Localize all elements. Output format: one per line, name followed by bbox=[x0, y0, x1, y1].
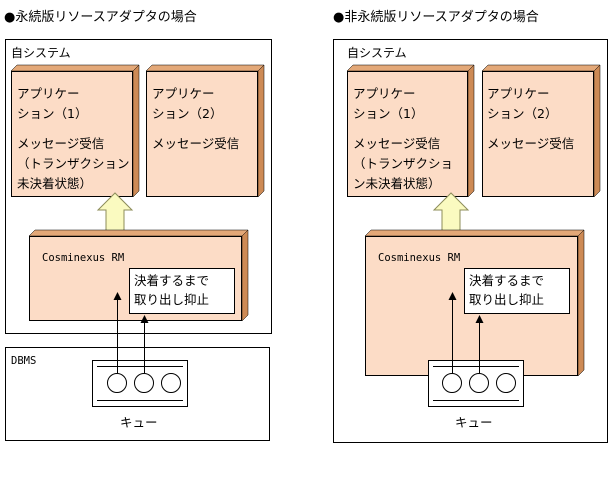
right-system-label: 自システム bbox=[347, 46, 407, 60]
left-app1-line3: メッセージ受信 bbox=[17, 136, 105, 151]
left-app2-line2: ション（2） bbox=[152, 106, 223, 121]
left-app2-line1: アプリケー bbox=[152, 86, 215, 101]
right-queue-label: キュー bbox=[455, 415, 493, 430]
left-app1-text: アプリケー ション（1） メッセージ受信 （トランザクション 未決着状態） bbox=[17, 84, 130, 194]
right-app1-line5: ン未決着状態） bbox=[353, 176, 441, 191]
right-rm-label: Cosminexus RM bbox=[378, 252, 461, 264]
right-note-box bbox=[464, 268, 570, 314]
right-app2-block bbox=[481, 64, 601, 198]
left-app1-line2: ション（1） bbox=[17, 106, 88, 121]
right-app2-line3: メッセージ受信 bbox=[487, 136, 575, 151]
right-app1-line4: （トランザクショ bbox=[353, 156, 454, 171]
left-queue bbox=[92, 360, 188, 407]
right-note-line2: 取り出し抑止 bbox=[469, 292, 545, 307]
right-app2-text: アプリケー ション（2） メッセージ受信 bbox=[487, 84, 574, 154]
right-note-text: 決着するまで 取り出し抑止 bbox=[469, 271, 544, 309]
left-dbms-label: DBMS bbox=[11, 355, 37, 367]
right-app1-line1: アプリケー bbox=[353, 86, 416, 101]
left-rm-label: Cosminexus RM bbox=[42, 252, 125, 264]
left-queue-label: キュー bbox=[120, 415, 158, 430]
right-app1-block bbox=[346, 64, 475, 198]
left-app2-block bbox=[145, 64, 265, 198]
left-note-text: 決着するまで 取り出し抑止 bbox=[134, 271, 209, 309]
right-heading: ●非永続版リソースアダプタの場合 bbox=[333, 10, 539, 25]
left-heading: ●永続版リソースアダプタの場合 bbox=[4, 10, 197, 25]
left-app1-block bbox=[10, 64, 140, 198]
right-queue bbox=[428, 360, 524, 407]
right-app1-text: アプリケー ション（1） メッセージ受信 （トランザクショ ン未決着状態） bbox=[353, 84, 453, 194]
right-app2-line2: ション（2） bbox=[487, 106, 558, 121]
left-app1-line5: 未決着状態） bbox=[17, 176, 93, 191]
left-note-box bbox=[129, 268, 235, 314]
left-system-label: 自システム bbox=[11, 46, 71, 60]
left-note-line1: 決着するまで bbox=[134, 273, 210, 288]
right-app2-line1: アプリケー bbox=[487, 86, 550, 101]
left-app2-text: アプリケー ション（2） メッセージ受信 bbox=[152, 84, 239, 154]
left-app1-line4: （トランザクション bbox=[17, 156, 130, 171]
right-app1-line2: ション（1） bbox=[353, 106, 424, 121]
right-note-line1: 決着するまで bbox=[469, 273, 545, 288]
left-app2-line3: メッセージ受信 bbox=[152, 136, 240, 151]
right-app1-line3: メッセージ受信 bbox=[353, 136, 441, 151]
left-note-line2: 取り出し抑止 bbox=[134, 292, 210, 307]
left-app1-line1: アプリケー bbox=[17, 86, 80, 101]
